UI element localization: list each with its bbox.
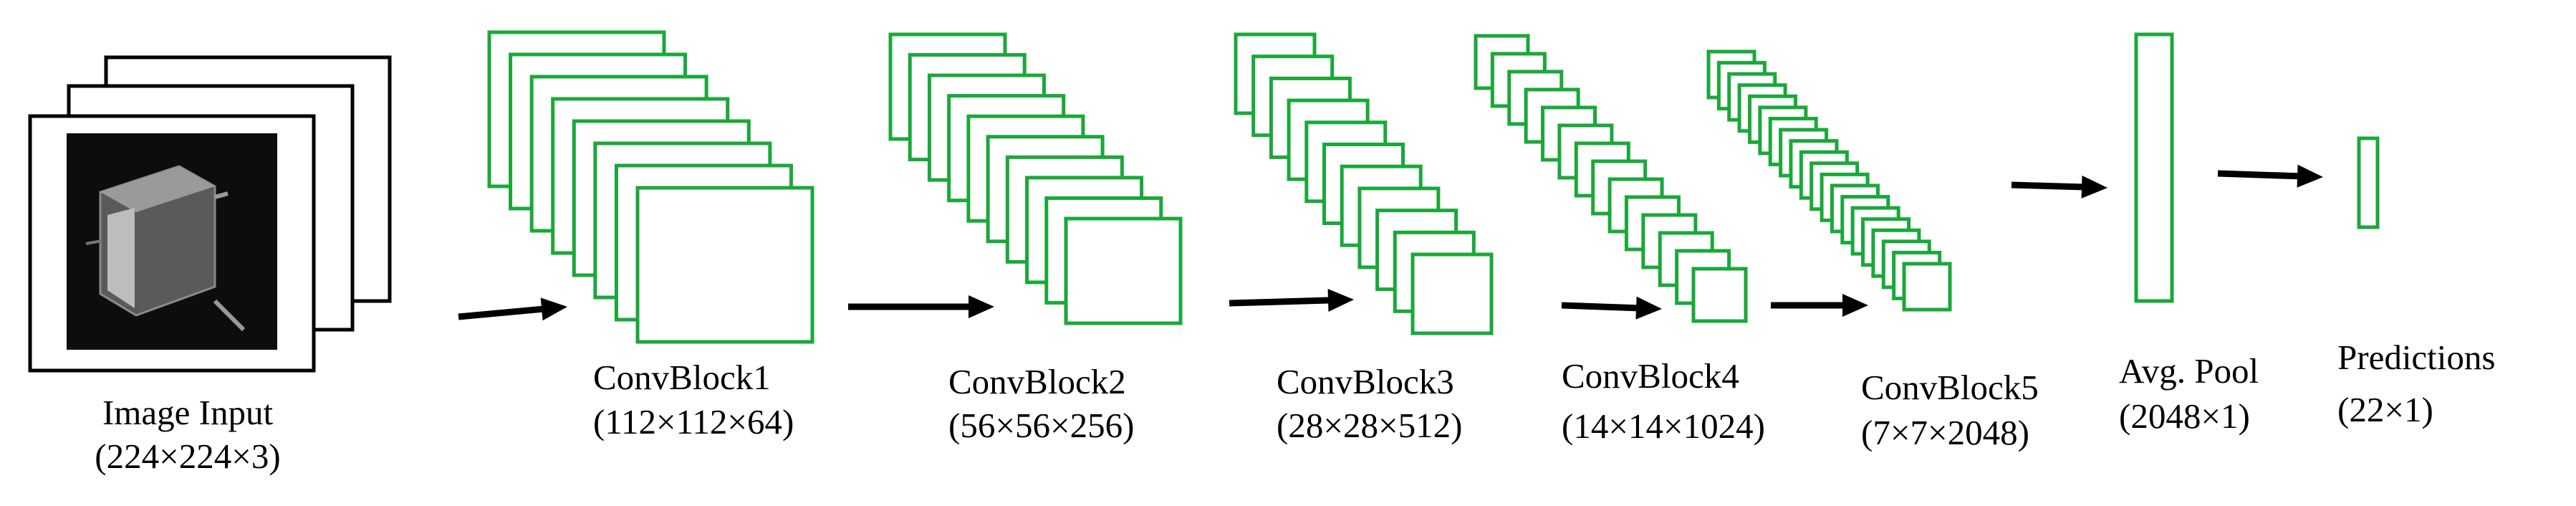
- satellite-shape: [85, 165, 246, 332]
- convblock4-label: ConvBlock4: [1562, 356, 1739, 396]
- avg-pool-label: Avg. Pool: [2119, 351, 2259, 391]
- arrow-shaft: [1229, 297, 1329, 307]
- conv-blocks: [487, 30, 1952, 344]
- convblock4-dims: (14×14×1024): [1562, 406, 1765, 446]
- arrow-head: [540, 297, 567, 321]
- convblock3-label: ConvBlock3: [1277, 362, 1454, 401]
- arrow-head: [1842, 294, 1868, 317]
- satellite-boom-3: [85, 239, 102, 245]
- arrow-shaft: [2011, 181, 2082, 191]
- arrow-2: [848, 295, 994, 318]
- arrow-6: [2011, 175, 2108, 199]
- arrows: [458, 164, 2323, 321]
- convblock3-dims: (28×28×512): [1277, 406, 1463, 445]
- convblock1-layer: [635, 186, 814, 344]
- arrow-7: [2217, 164, 2323, 188]
- arrow-head: [2081, 175, 2108, 199]
- convblock1-label: ConvBlock1: [593, 358, 771, 397]
- image-input-dims: (224×224×3): [95, 436, 281, 476]
- satellite-panel: [107, 208, 135, 308]
- arrow-head: [969, 295, 994, 318]
- arrow-1: [458, 297, 567, 321]
- convblock2-label: ConvBlock2: [948, 362, 1126, 401]
- predictions-bar: [2357, 136, 2380, 229]
- arrow-5: [1771, 294, 1868, 317]
- arrow-head: [2297, 164, 2323, 188]
- avg-pool-dims: (2048×1): [2119, 396, 2250, 436]
- convblock1-stack: [487, 30, 814, 344]
- arrow-shaft: [458, 305, 542, 320]
- convblock3-layer: [1410, 252, 1494, 335]
- convblock2-dims: (56×56×256): [948, 406, 1135, 445]
- arrow-4: [1561, 296, 1662, 320]
- convblock5-layer: [1902, 262, 1952, 312]
- predictions-label: Predictions: [2337, 338, 2496, 377]
- avg-pool-bar: [2134, 32, 2174, 303]
- convblock5-dims: (7×7×2048): [1861, 413, 2029, 452]
- arrow-head: [1327, 289, 1354, 312]
- convblock5-label: ConvBlock5: [1861, 368, 2039, 407]
- convblock4-stack: [1474, 34, 1748, 323]
- satellite-boom-2: [213, 299, 246, 332]
- arrow-shaft: [1561, 302, 1637, 312]
- convblock3-stack: [1234, 32, 1494, 335]
- arrow-head: [1635, 296, 1662, 320]
- satellite-top: [100, 166, 215, 212]
- image-input-label: Image Input: [102, 393, 274, 432]
- pool-layer: [2134, 32, 2380, 303]
- arrow-shaft: [2217, 170, 2298, 180]
- convblock4-layer: [1691, 267, 1748, 323]
- convblock2-stack: [888, 32, 1183, 325]
- convblock1-dims: (112×112×64): [593, 402, 794, 441]
- convblock2-layer: [1064, 216, 1183, 325]
- arrow-3: [1229, 289, 1354, 312]
- image-input-stack: [28, 55, 392, 373]
- satellite-boom-1: [214, 191, 229, 199]
- convblock5-stack: [1706, 49, 1952, 312]
- predictions-dims: (22×1): [2337, 390, 2433, 429]
